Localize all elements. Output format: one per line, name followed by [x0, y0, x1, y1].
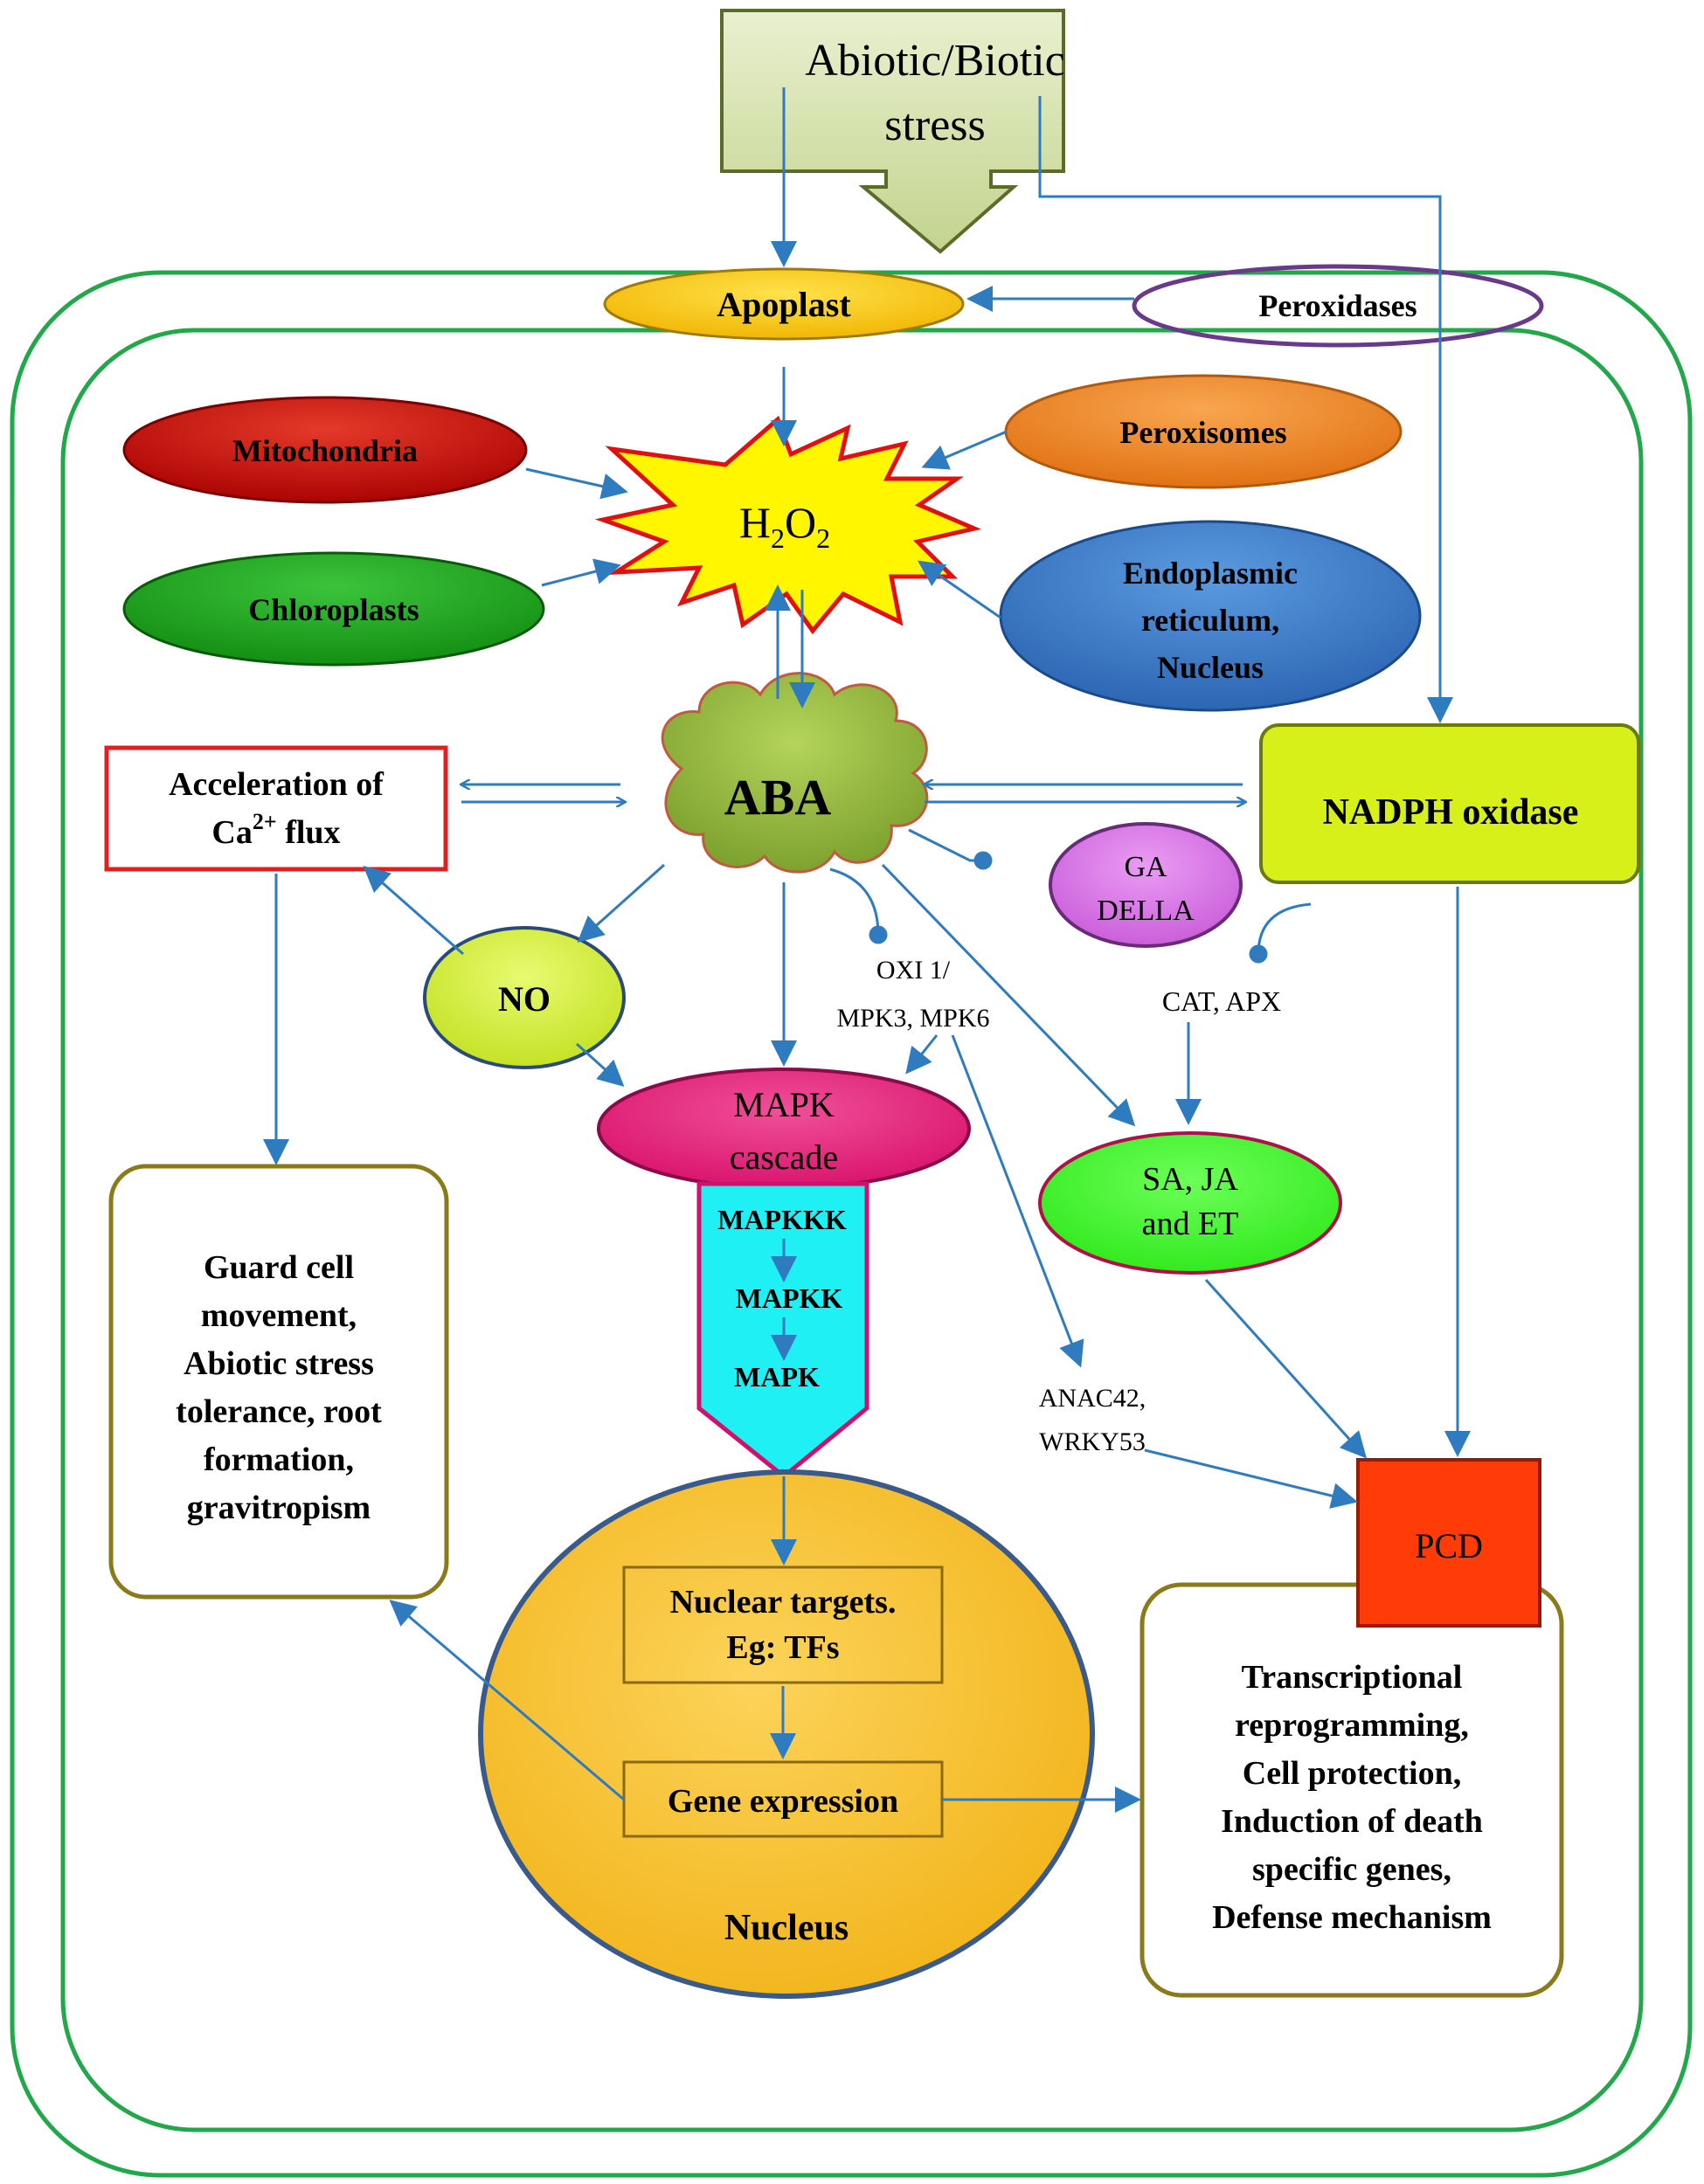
- defense-outcome-box: [1139, 1582, 1564, 1998]
- arrow-chloroplasts-to-h2o2: [541, 558, 621, 587]
- guard-box-line4: tolerance, root: [176, 1393, 382, 1430]
- arrow-er-to-h2o2: [918, 560, 1001, 619]
- arrow-aba-to-no: [577, 863, 666, 943]
- nuclear-targets-line2: Eg: TFs: [726, 1629, 839, 1666]
- stress-label-line1: Abiotic/Biotic: [805, 36, 1065, 86]
- guard-box-line3: Abiotic stress: [184, 1345, 374, 1382]
- anac-label-line2: WRKY53: [1039, 1427, 1146, 1456]
- er-label-line2: reticulum,: [1141, 603, 1279, 638]
- nuclear-targets-line1: Nuclear targets.: [670, 1584, 897, 1621]
- no-label: NO: [498, 979, 551, 1019]
- peroxisomes-label: Peroxisomes: [1119, 415, 1286, 450]
- sa-ja-line1: SA, JA: [1142, 1161, 1238, 1198]
- peroxidases-label: Peroxidases: [1258, 288, 1417, 323]
- mapk-cascade-line1: MAPK: [733, 1085, 835, 1124]
- mitochondria-label: Mitochondria: [232, 433, 418, 468]
- outcome-line6: Defense mechanism: [1212, 1899, 1492, 1936]
- apoplast-node: [603, 267, 965, 341]
- guard-box-line6: gravitropism: [187, 1489, 371, 1526]
- mitochondria-node: [122, 396, 528, 504]
- calcium-label-line1: Acceleration of: [169, 766, 384, 803]
- oxi-label-line1: OXI 1/: [876, 956, 951, 985]
- outcome-line3: Cell protection,: [1243, 1755, 1461, 1792]
- outcome-line1: Transcriptional: [1242, 1659, 1463, 1696]
- outcome-line4: Induction of death: [1221, 1803, 1483, 1840]
- calcium-flux-box: [104, 745, 448, 872]
- guard-box-line5: formation,: [204, 1441, 354, 1478]
- arrow-peroxisomes-to-h2o2: [921, 430, 1008, 470]
- gene-expression-label: Gene expression: [668, 1783, 898, 1820]
- arrow-stress-to-nadph: [1038, 96, 1453, 723]
- arrow-aba-to-sa-ja: [881, 863, 1136, 1127]
- h2o2-label: H2O2: [739, 498, 830, 554]
- nucleus-label: Nucleus: [724, 1908, 849, 1948]
- arrow-anac-to-pcd: [1144, 1448, 1358, 1509]
- arrow-oxi-to-mapk: [905, 1034, 939, 1075]
- arrow-gene-expression-to-guard-box: [389, 1600, 625, 1801]
- outcome-line5: specific genes,: [1252, 1851, 1451, 1888]
- sa-ja-line2: and ET: [1142, 1206, 1239, 1242]
- inhibit-aba-to-ga: [908, 828, 993, 870]
- arrow-oxi-to-anac: [951, 1034, 1084, 1368]
- outcome-line2: reprogramming,: [1235, 1707, 1469, 1744]
- chloroplasts-label: Chloroplasts: [248, 592, 419, 627]
- nadph-oxidase-node: [1259, 723, 1640, 884]
- nuclear-targets-box: [622, 1565, 944, 1684]
- cascade-step-mapk: MAPK: [734, 1361, 820, 1393]
- apoplast-label: Apoplast: [717, 285, 851, 324]
- guard-box-line1: Guard cell: [204, 1249, 354, 1286]
- peroxidases-node: [1132, 264, 1544, 348]
- arrow-no-to-calcium: [363, 866, 464, 956]
- pcd-label: PCD: [1415, 1526, 1483, 1565]
- h2o2-node: H2O2: [594, 415, 982, 635]
- er-label-line1: Endoplasmic: [1123, 556, 1298, 591]
- er-nucleus-node: [999, 520, 1422, 712]
- guard-cell-outcome-box: [108, 1164, 449, 1600]
- inhibit-nadph-to-cat: [1249, 902, 1312, 964]
- calcium-label-line2: Ca2+ flux: [211, 809, 340, 851]
- mapk-cascade-line2: cascade: [730, 1137, 838, 1177]
- aba-node: ABA: [661, 672, 929, 874]
- arrow-layer: [263, 87, 1471, 1813]
- guard-box-line2: movement,: [201, 1297, 357, 1334]
- arrow-no-to-mapk: [575, 1042, 625, 1088]
- aba-label: ABA: [724, 769, 832, 826]
- chloroplasts-node: [122, 551, 545, 667]
- er-label-line3: Nucleus: [1157, 650, 1264, 685]
- cat-apx-label: CAT, APX: [1162, 985, 1281, 1017]
- cascade-step-mapkkk: MAPKKK: [717, 1204, 847, 1235]
- arrow-sa-ja-to-pcd: [1204, 1278, 1368, 1459]
- ga-label-line1: GA: [1124, 851, 1167, 883]
- arrow-mitochondria-to-h2o2: [525, 467, 628, 500]
- pcd-node: [1356, 1458, 1541, 1628]
- nadph-label: NADPH oxidase: [1323, 792, 1579, 833]
- anac-label-line1: ANAC42,: [1039, 1384, 1146, 1413]
- no-node: [423, 926, 626, 1069]
- cascade-step-mapkk: MAPKK: [736, 1282, 843, 1314]
- ga-label-line2: DELLA: [1097, 895, 1195, 927]
- stress-block-arrow: Abiotic/Biotic stress: [720, 9, 1065, 254]
- oxi-label-line2: MPK3, MPK6: [836, 1004, 989, 1033]
- inhibit-aba-to-oxi: [829, 867, 888, 944]
- sa-ja-et-node: [1038, 1131, 1342, 1275]
- stress-label-line2: stress: [884, 100, 986, 150]
- ga-della-node: [1049, 822, 1243, 948]
